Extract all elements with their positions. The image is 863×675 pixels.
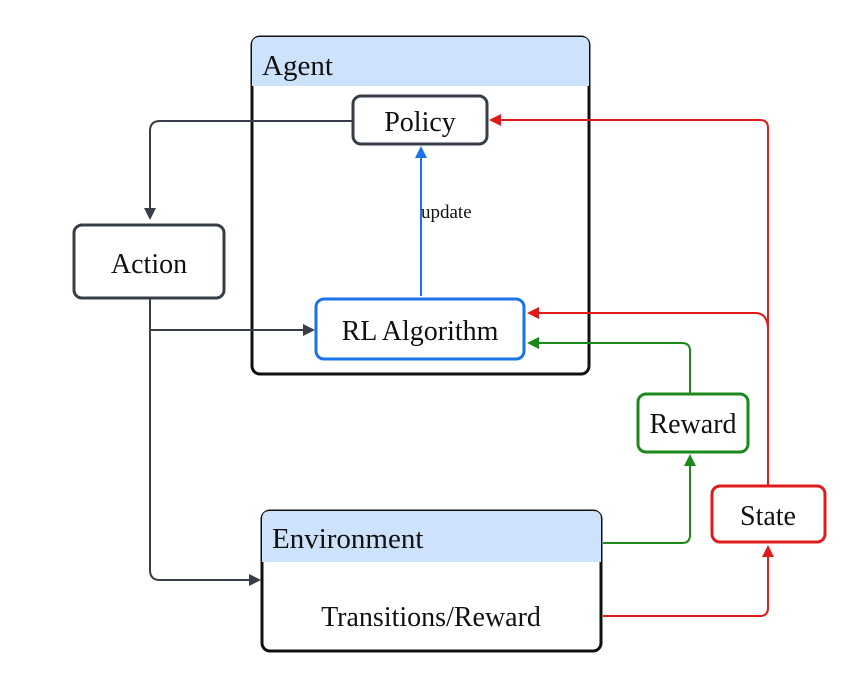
reward-node: Reward <box>636 392 750 454</box>
reward-label: Reward <box>649 409 736 440</box>
agent-title: Agent <box>262 50 333 82</box>
edge-state-to-policy <box>489 114 769 485</box>
environment-title: Environment <box>272 523 423 555</box>
action-node: Action <box>72 223 226 300</box>
rl-algorithm-node: RL Algorithm <box>314 297 526 361</box>
rl-algorithm-label: RL Algorithm <box>342 316 499 347</box>
state-node: State <box>710 484 827 544</box>
edge-environment-to-reward <box>603 454 696 544</box>
action-label: Action <box>111 249 187 280</box>
edge-reward-to-rl-algorithm <box>527 337 691 393</box>
edge-environment-to-state <box>603 545 774 617</box>
edge-action-to-environment <box>149 330 261 586</box>
policy-label: Policy <box>384 107 456 138</box>
state-label: State <box>740 501 796 532</box>
update-label: update <box>421 202 472 223</box>
policy-node: Policy <box>351 94 489 146</box>
edge-state-to-rl-algorithm <box>527 307 769 331</box>
environment-container: Environment Transitions/Reward <box>260 509 603 653</box>
environment-body: Transitions/Reward <box>321 602 541 633</box>
edge-policy-to-action <box>144 120 352 220</box>
